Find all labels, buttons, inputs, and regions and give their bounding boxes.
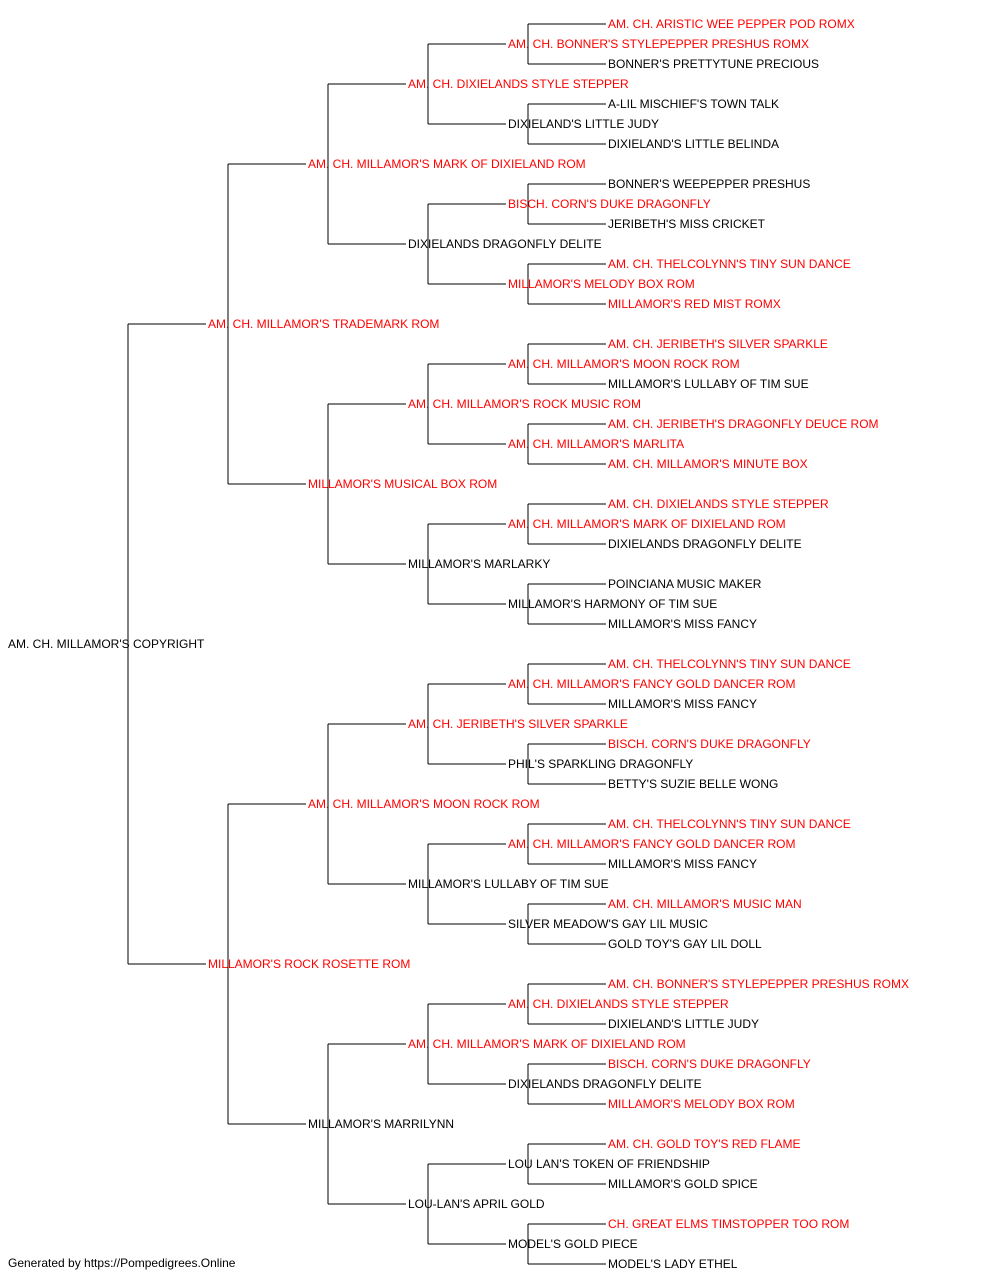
ancestor-sire[interactable]: AM. CH. MILLAMOR'S MARK OF DIXIELAND ROM: [508, 517, 786, 531]
ancestor-dam[interactable]: MODEL'S GOLD PIECE: [508, 1237, 638, 1251]
ancestor-dam[interactable]: DIXIELANDS DRAGONFLY DELITE: [508, 1077, 702, 1091]
ancestor-sire[interactable]: AM. CH. DIXIELANDS STYLE STEPPER: [608, 497, 829, 511]
ancestor-dam[interactable]: MILLAMOR'S MUSICAL BOX ROM: [308, 477, 497, 491]
ancestor-sire[interactable]: CH. GREAT ELMS TIMSTOPPER TOO ROM: [608, 1217, 849, 1231]
ancestor-sire[interactable]: AM. CH. BONNER'S STYLEPEPPER PRESHUS ROM…: [608, 977, 909, 991]
ancestor-sire[interactable]: LOU LAN'S TOKEN OF FRIENDSHIP: [508, 1157, 710, 1171]
ancestor-dam[interactable]: BONNER'S PRETTYTUNE PRECIOUS: [608, 57, 819, 71]
ancestor-sire[interactable]: AM. CH. MILLAMOR'S MUSIC MAN: [608, 897, 802, 911]
ancestor-sire[interactable]: BONNER'S WEEPEPPER PRESHUS: [608, 177, 810, 191]
ancestor-dam[interactable]: MILLAMOR'S LULLABY OF TIM SUE: [608, 377, 809, 391]
ancestor-dam[interactable]: MODEL'S LADY ETHEL: [608, 1257, 738, 1271]
ancestor-sire[interactable]: AM. CH. JERIBETH'S SILVER SPARKLE: [608, 337, 828, 351]
ancestor-sire[interactable]: AM. CH. JERIBETH'S SILVER SPARKLE: [408, 717, 628, 731]
ancestor-dam[interactable]: MILLAMOR'S GOLD SPICE: [608, 1177, 758, 1191]
ancestor-sire[interactable]: AM. CH. MILLAMOR'S ROCK MUSIC ROM: [408, 397, 641, 411]
ancestor-dam[interactable]: DIXIELAND'S LITTLE JUDY: [508, 117, 659, 131]
subject-dog[interactable]: AM. CH. MILLAMOR'S COPYRIGHT: [8, 637, 205, 651]
ancestor-sire[interactable]: AM. CH. MILLAMOR'S MARK OF DIXIELAND ROM: [308, 157, 586, 171]
ancestor-sire[interactable]: AM. CH. THELCOLYNN'S TINY SUN DANCE: [608, 817, 851, 831]
ancestor-dam[interactable]: DIXIELANDS DRAGONFLY DELITE: [608, 537, 802, 551]
ancestor-dam[interactable]: MILLAMOR'S LULLABY OF TIM SUE: [408, 877, 609, 891]
ancestor-sire[interactable]: AM. CH. MILLAMOR'S TRADEMARK ROM: [208, 317, 439, 331]
ancestor-sire[interactable]: BISCH. CORN'S DUKE DRAGONFLY: [608, 1057, 811, 1071]
ancestor-dam[interactable]: MILLAMOR'S MARRILYNN: [308, 1117, 454, 1131]
ancestor-sire[interactable]: POINCIANA MUSIC MAKER: [608, 577, 762, 591]
ancestor-dam[interactable]: MILLAMOR'S MARLARKY: [408, 557, 550, 571]
ancestor-sire[interactable]: AM. CH. DIXIELANDS STYLE STEPPER: [408, 77, 629, 91]
ancestor-dam[interactable]: AM. CH. MILLAMOR'S MARLITA: [508, 437, 684, 451]
ancestor-sire[interactable]: AM. CH. MILLAMOR'S MOON ROCK ROM: [308, 797, 540, 811]
ancestor-sire[interactable]: AM. CH. JERIBETH'S DRAGONFLY DEUCE ROM: [608, 417, 879, 431]
ancestor-sire[interactable]: AM. CH. MILLAMOR'S FANCY GOLD DANCER ROM: [508, 837, 795, 851]
ancestor-sire[interactable]: AM. CH. MILLAMOR'S MOON ROCK ROM: [508, 357, 740, 371]
ancestor-dam[interactable]: LOU-LAN'S APRIL GOLD: [408, 1197, 545, 1211]
ancestor-dam[interactable]: BETTY'S SUZIE BELLE WONG: [608, 777, 778, 791]
ancestor-dam[interactable]: MILLAMOR'S ROCK ROSETTE ROM: [208, 957, 410, 971]
ancestor-sire[interactable]: BISCH. CORN'S DUKE DRAGONFLY: [508, 197, 711, 211]
ancestor-sire[interactable]: AM. CH. THELCOLYNN'S TINY SUN DANCE: [608, 657, 851, 671]
ancestor-dam[interactable]: MILLAMOR'S MISS FANCY: [608, 617, 757, 631]
ancestor-dam[interactable]: MILLAMOR'S MELODY BOX ROM: [508, 277, 695, 291]
ancestor-dam[interactable]: JERIBETH'S MISS CRICKET: [608, 217, 766, 231]
ancestor-sire[interactable]: AM. CH. GOLD TOY'S RED FLAME: [608, 1137, 801, 1151]
ancestor-sire[interactable]: AM. CH. DIXIELANDS STYLE STEPPER: [508, 997, 729, 1011]
ancestor-dam[interactable]: GOLD TOY'S GAY LIL DOLL: [608, 937, 762, 951]
ancestor-dam[interactable]: PHIL'S SPARKLING DRAGONFLY: [508, 757, 693, 771]
ancestor-sire[interactable]: AM. CH. BONNER'S STYLEPEPPER PRESHUS ROM…: [508, 37, 809, 51]
ancestor-dam[interactable]: MILLAMOR'S HARMONY OF TIM SUE: [508, 597, 717, 611]
ancestor-sire[interactable]: A-LIL MISCHIEF'S TOWN TALK: [608, 97, 779, 111]
ancestor-dam[interactable]: DIXIELANDS DRAGONFLY DELITE: [408, 237, 602, 251]
ancestor-sire[interactable]: AM. CH. ARISTIC WEE PEPPER POD ROMX: [608, 17, 855, 31]
ancestor-sire[interactable]: AM. CH. MILLAMOR'S MARK OF DIXIELAND ROM: [408, 1037, 686, 1051]
footer-credit: Generated by https://Pompedigrees.Online: [8, 1256, 236, 1270]
ancestor-dam[interactable]: DIXIELAND'S LITTLE JUDY: [608, 1017, 759, 1031]
ancestor-sire[interactable]: AM. CH. THELCOLYNN'S TINY SUN DANCE: [608, 257, 851, 271]
ancestor-dam[interactable]: MILLAMOR'S MISS FANCY: [608, 857, 757, 871]
ancestor-dam[interactable]: MILLAMOR'S MELODY BOX ROM: [608, 1097, 795, 1111]
ancestor-dam[interactable]: MILLAMOR'S MISS FANCY: [608, 697, 757, 711]
ancestor-dam[interactable]: SILVER MEADOW'S GAY LIL MUSIC: [508, 917, 708, 931]
ancestor-sire[interactable]: AM. CH. MILLAMOR'S FANCY GOLD DANCER ROM: [508, 677, 795, 691]
ancestor-dam[interactable]: AM. CH. MILLAMOR'S MINUTE BOX: [608, 457, 808, 471]
ancestor-sire[interactable]: BISCH. CORN'S DUKE DRAGONFLY: [608, 737, 811, 751]
ancestor-dam[interactable]: DIXIELAND'S LITTLE BELINDA: [608, 137, 779, 151]
ancestor-dam[interactable]: MILLAMOR'S RED MIST ROMX: [608, 297, 781, 311]
